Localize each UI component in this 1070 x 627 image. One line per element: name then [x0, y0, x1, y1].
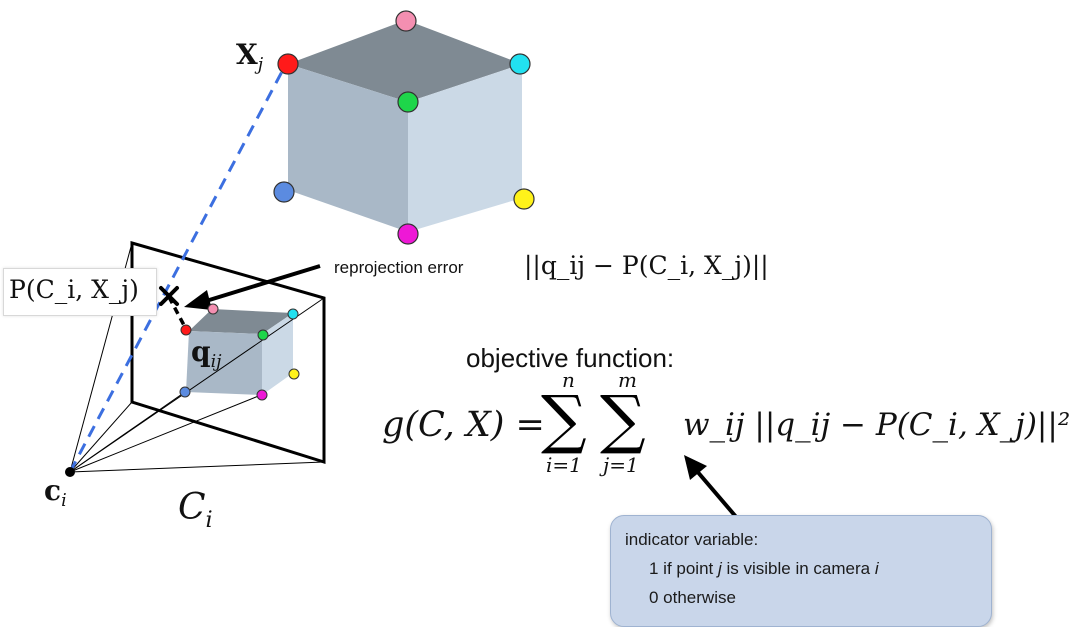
objective-summand: w_ij ||q_ij − P(C_i, X_j)||² [683, 407, 1070, 443]
ray-line [69, 394, 262, 473]
sum1-lower: i=1 [546, 453, 582, 477]
world-point-label: Xj [236, 38, 263, 74]
camera-label: Ci [178, 487, 213, 531]
vertex-yellow [513, 188, 535, 210]
reprojection-formula: ||q_ij − P(C_i, X_j)|| [524, 251, 769, 280]
vertex-pink [395, 10, 417, 32]
reprojection-arrow [184, 264, 321, 310]
reprojection-caption: reprojection error [334, 258, 464, 277]
ray-line [69, 461, 325, 473]
cube-side-face [408, 64, 522, 232]
sum2-symbol: ∑ [600, 383, 646, 457]
indicator-line1-i: i [874, 559, 879, 578]
error-segment [167, 296, 188, 330]
sum2-upper: m [618, 368, 637, 392]
world-point-name: X [236, 38, 258, 71]
vertex-red [277, 53, 299, 75]
objective-title: objective function: [466, 343, 675, 373]
diagram-graphics [65, 10, 739, 520]
image-vertices [179, 303, 300, 401]
sum2-lower: j=1 [603, 453, 639, 477]
vertex-green [397, 91, 419, 113]
cube-top-face [288, 20, 522, 102]
image-vertex-pink [207, 303, 219, 315]
observation-label: qij [191, 335, 222, 371]
indicator-arrow [684, 455, 739, 520]
indicator-line1-j: j [718, 559, 722, 578]
projection-label: P(C_i, X_j) [9, 275, 139, 304]
camera-center-sub: i [61, 491, 67, 512]
projection-label-box [3, 268, 157, 316]
world-vertices [273, 10, 535, 245]
observation-sub: ij [210, 352, 222, 373]
indicator-line1-mid: is visible in camera [721, 559, 875, 578]
indicator-callout [610, 515, 992, 627]
cube-front-face [288, 64, 408, 232]
objective-lhs: g(C, X) = [382, 405, 545, 445]
camera-name: C [178, 487, 206, 528]
camera-center-name: c [44, 474, 62, 507]
image-vertex-red [180, 324, 192, 336]
vertex-blue [273, 181, 295, 203]
sum1-symbol: ∑ [541, 383, 587, 457]
sum1-upper: n [562, 368, 575, 392]
observation-name: q [191, 335, 211, 368]
image-vertex-magenta [256, 389, 268, 401]
image-vertex-green [257, 329, 269, 341]
diagram-canvas: Xj P(C_i, X_j) qij ci Ci reprojection er… [3, 10, 1070, 627]
indicator-line-otherwise: 0 otherwise [649, 588, 736, 607]
image-cube-top [189, 309, 293, 334]
image-vertex-blue [179, 386, 191, 398]
camera-center-label: ci [44, 474, 67, 510]
indicator-heading: indicator variable: [625, 530, 759, 549]
ray-line [69, 391, 186, 473]
indicator-line-visible: 1 if point j is visible in camera i [649, 559, 879, 579]
vertex-magenta [397, 223, 419, 245]
vertex-cyan [509, 53, 531, 75]
image-vertex-cyan [287, 308, 299, 320]
indicator-line1-prefix: 1 if point [649, 559, 718, 578]
camera-center-dot [65, 467, 75, 477]
world-point-sub: j [257, 55, 264, 76]
image-vertex-yellow [288, 368, 300, 380]
projected-point-mark [159, 286, 179, 306]
image-cube [186, 309, 293, 395]
world-cube [288, 20, 522, 232]
image-cube-side [262, 313, 293, 395]
projection-ray [68, 63, 288, 473]
camera-sub: i [205, 506, 213, 533]
ray-line [69, 401, 133, 473]
